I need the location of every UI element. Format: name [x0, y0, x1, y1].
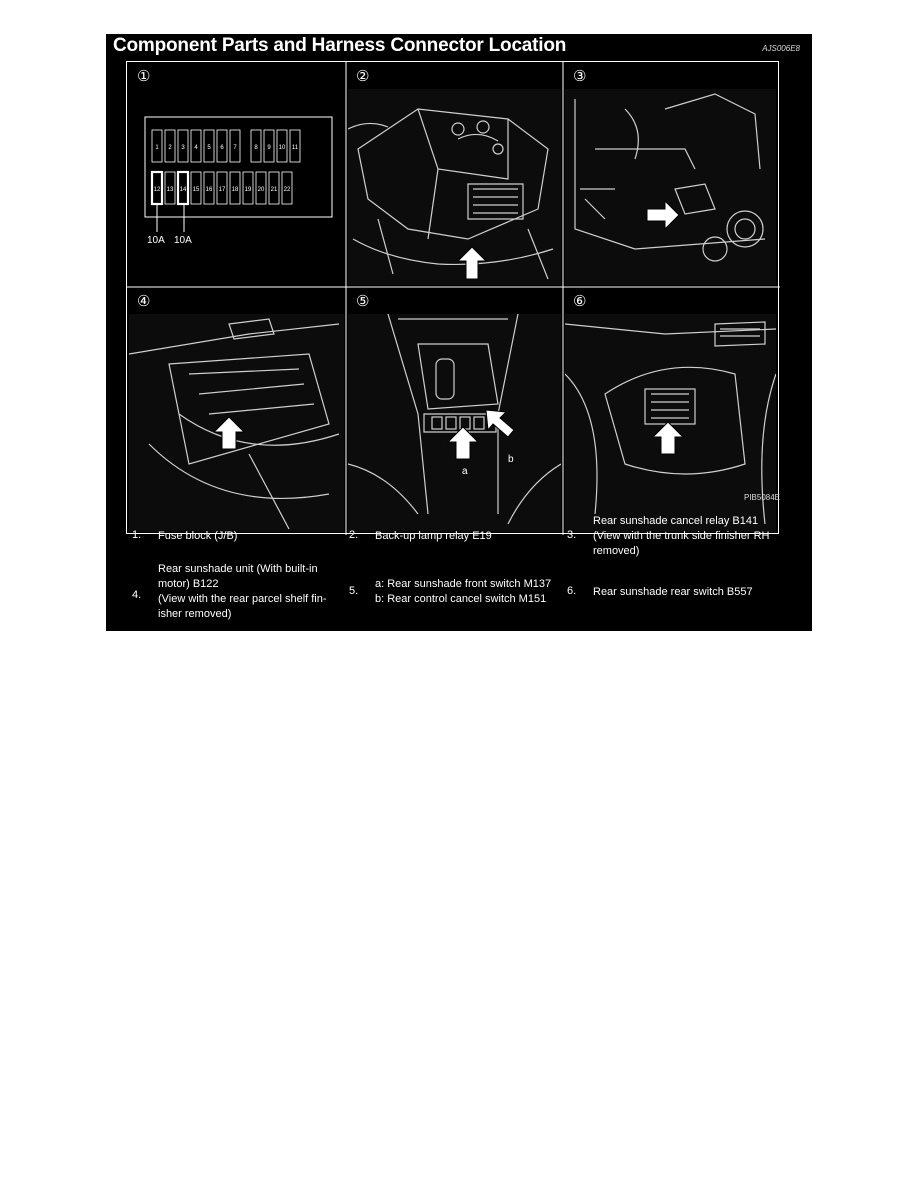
fuse-number: 19 [245, 187, 252, 193]
panel-6: ⑥ [563, 287, 780, 535]
fuse-slot [229, 171, 241, 205]
fuse-slot [268, 171, 280, 205]
fuse-slot [177, 129, 189, 163]
legend-number: 2. [349, 529, 359, 541]
fuse-slot [276, 129, 288, 163]
fuse-slot [176, 170, 190, 206]
panel-number: ⑤ [356, 293, 370, 310]
fuse-slot [216, 129, 228, 163]
fuse-number: 13 [167, 187, 174, 193]
label-a: a [462, 466, 468, 477]
fuse-number: 17 [219, 187, 226, 193]
fuse-slot [250, 129, 262, 163]
legend-text-line-2: (View with the trunk side finisher RH [593, 530, 770, 542]
legend-number: 4. [132, 589, 142, 601]
legend-number: 5. [349, 585, 359, 597]
fuse-slot [190, 129, 202, 163]
fuse-number: 18 [232, 187, 239, 193]
panel-number: ① [137, 68, 151, 85]
component-location-figure: Component Parts and Harness Connector Lo… [106, 34, 812, 631]
legend-number: 6. [567, 585, 577, 597]
figure-code-top: AJS006E8 [762, 44, 800, 53]
fuse-slot [164, 129, 176, 163]
figure-code-bottom: PIB5084E [743, 493, 780, 502]
fuse-slot [203, 171, 215, 205]
fuse-slot [151, 129, 163, 163]
fuse-number: 22 [284, 187, 291, 193]
legend-text-line-1: a: Rear sunshade front switch M137 [375, 578, 552, 590]
fuse-number: 8 [254, 145, 258, 151]
fuse-slot [203, 129, 215, 163]
fuse-number: 11 [292, 145, 299, 151]
legend-text-line-4: isher removed) [158, 608, 232, 620]
panel-number: ② [356, 68, 370, 85]
fuse-number: 2 [168, 145, 172, 151]
legend-number: 3. [567, 529, 577, 541]
fuse-number: 4 [194, 145, 198, 151]
fuse-slot [281, 171, 293, 205]
engine-compartment-photo [348, 89, 561, 285]
fuse-number: 21 [271, 187, 278, 193]
fuse-number: 16 [206, 187, 213, 193]
fuse-number: 7 [233, 145, 237, 151]
legend-number: 1. [132, 529, 142, 541]
fuse-bottom-row: 12 13 14 15 16 17 18 19 20 21 22 [150, 170, 293, 206]
fuse-number: 20 [258, 187, 265, 193]
fuse-slot [242, 171, 254, 205]
legend-text: Fuse block (J/B) [158, 530, 238, 542]
panel-4: ④ [127, 287, 346, 535]
fuse-number: 12 [154, 187, 161, 193]
fuse-callout-1: 10A [147, 235, 165, 246]
fuse-number: 15 [193, 187, 200, 193]
fuse-number: 6 [220, 145, 224, 151]
center-console-photo: a b [348, 314, 561, 532]
panel-2: ② [346, 62, 563, 287]
legend-text: Back-up lamp relay E19 [375, 530, 492, 542]
fuse-slot [229, 129, 241, 163]
fuse-slot [190, 171, 202, 205]
fuse-number: 1 [155, 145, 159, 151]
fuse-slot [164, 171, 176, 205]
legend: 1. Fuse block (J/B) 2. Back-up lamp rela… [106, 510, 812, 630]
trunk-side-photo [565, 89, 776, 285]
fuse-top-row: 1 2 3 4 5 6 7 8 9 10 11 [151, 129, 301, 163]
fuse-number: 5 [207, 145, 211, 151]
fuse-slot [255, 171, 267, 205]
legend-text: Rear sunshade rear switch B557 [593, 586, 753, 598]
parcel-shelf-photo [129, 314, 344, 532]
panel-number: ⑥ [573, 293, 587, 310]
legend-text-line-3: removed) [593, 545, 640, 557]
legend-text-line-2: b: Rear control cancel switch M151 [375, 593, 547, 605]
fuse-number: 10 [279, 145, 286, 151]
label-b: b [508, 454, 514, 465]
figure-title: Component Parts and Harness Connector Lo… [113, 35, 567, 56]
panel-number: ④ [137, 293, 151, 310]
rear-armrest-photo [565, 314, 776, 532]
fuse-slot [263, 129, 275, 163]
legend-text-line-2: motor) B122 [158, 578, 219, 590]
panel-number: ③ [573, 68, 587, 85]
panel-3: ③ [563, 62, 780, 287]
panel-grid-lines [127, 62, 780, 535]
legend-text-line-1: Rear sunshade cancel relay B141 [593, 515, 759, 527]
fuse-slot [216, 171, 228, 205]
fuse-number: 14 [180, 187, 187, 193]
legend-text-line-1: Rear sunshade unit (With built-in [158, 563, 318, 575]
fuse-slot [289, 129, 301, 163]
fuse-callout-2: 10A [174, 235, 192, 246]
fuse-number: 9 [267, 145, 271, 151]
legend-text-line-3: (View with the rear parcel shelf fin- [158, 593, 327, 605]
panel-5: ⑤ a b [346, 287, 563, 535]
fuse-number: 3 [181, 145, 185, 151]
